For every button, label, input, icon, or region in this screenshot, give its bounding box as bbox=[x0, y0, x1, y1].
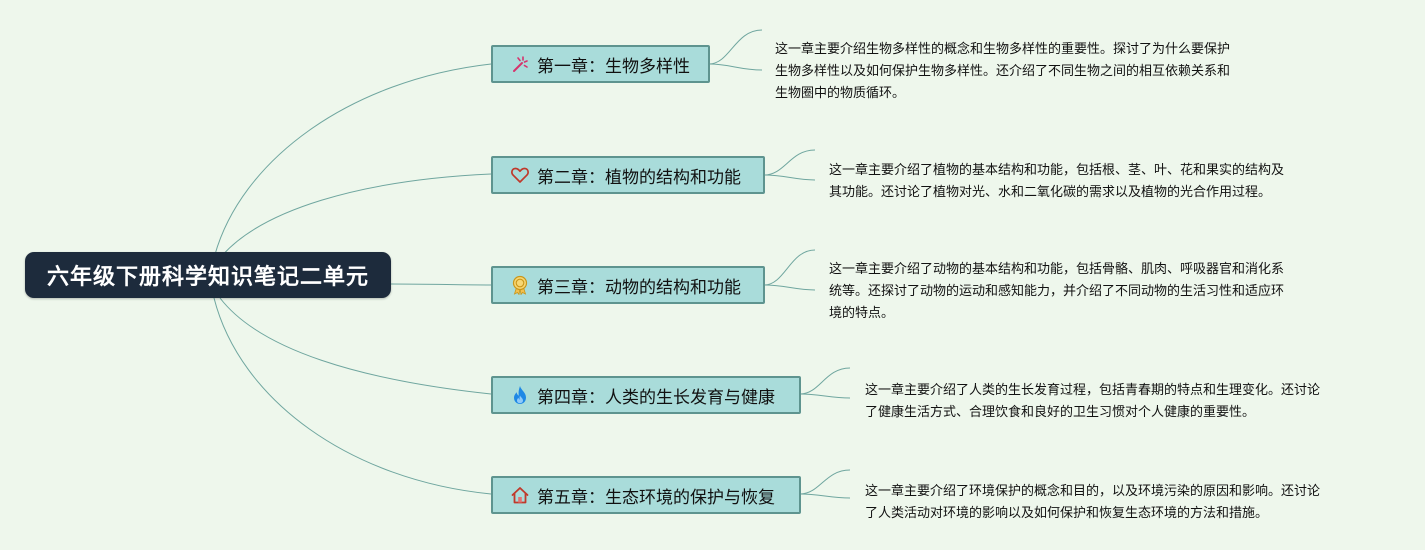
chapter-description-3: 这一章主要介绍了动物的基本结构和功能，包括骨骼、肌肉、呼吸器官和消化系 统等。还… bbox=[829, 259, 1284, 325]
connector-ch5-desc bbox=[799, 469, 851, 499]
root-title: 六年级下册科学知识笔记二单元 bbox=[46, 265, 369, 290]
chapter-description-5: 这一章主要介绍了环境保护的概念和目的，以及环境污染的原因和影响。还讨论 了人类活… bbox=[865, 481, 1320, 525]
award-medal-icon bbox=[509, 274, 531, 296]
chapter-node-3[interactable]: 第三章：动物的结构和功能 bbox=[491, 266, 765, 304]
flame-icon bbox=[509, 384, 531, 406]
connector-root-ch3 bbox=[390, 283, 492, 286]
chapter-node-5[interactable]: 第五章：生态环境的保护与恢复 bbox=[491, 476, 801, 514]
root-node[interactable]: 六年级下册科学知识笔记二单元 bbox=[25, 252, 391, 298]
chapter-node-4[interactable]: 第四章：人类的生长发育与健康 bbox=[491, 376, 801, 414]
description-line: 其功能。还讨论了植物对光、水和二氧化碳的需求以及植物的光合作用过程。 bbox=[829, 185, 1272, 200]
connector-ch2-desc bbox=[763, 149, 816, 181]
chapter-description-2: 这一章主要介绍了植物的基本结构和功能，包括根、茎、叶、花和果实的结构及 其功能。… bbox=[829, 160, 1284, 204]
heart-icon bbox=[509, 164, 531, 186]
connector-root-ch5 bbox=[213, 297, 492, 495]
connector-ch3-desc bbox=[763, 249, 816, 291]
description-line: 了健康生活方式、合理饮食和良好的卫生习惯对个人健康的重要性。 bbox=[865, 405, 1256, 420]
chapter-title-5: 第五章：生态环境的保护与恢复 bbox=[537, 487, 775, 508]
chapter-description-4: 这一章主要介绍了人类的生长发育过程，包括青春期的特点和生理变化。还讨论 了健康生… bbox=[865, 380, 1320, 424]
connector-ch4-desc bbox=[799, 367, 851, 399]
connector-root-ch2 bbox=[219, 173, 492, 259]
description-line: 统等。还探讨了动物的运动和感知能力，并介绍了不同动物的生活习性和适应环 bbox=[829, 284, 1285, 299]
chapter-title-3: 第三章：动物的结构和功能 bbox=[537, 277, 741, 298]
description-line: 这一章主要介绍了人类的生长发育过程，包括青春期的特点和生理变化。还讨论 bbox=[865, 383, 1321, 398]
description-line: 这一章主要介绍了环境保护的概念和目的，以及环境污染的原因和影响。还讨论 bbox=[865, 484, 1321, 499]
description-line: 了人类活动对环境的影响以及如何保护和恢复生态环境的方法和措施。 bbox=[865, 506, 1269, 521]
description-line: 这一章主要介绍了植物的基本结构和功能，包括根、茎、叶、花和果实的结构及 bbox=[829, 163, 1285, 178]
chapter-node-1[interactable]: 第一章：生物多样性 bbox=[491, 45, 710, 83]
chapter-title-2: 第二章：植物的结构和功能 bbox=[537, 167, 741, 188]
chapter-title-1: 第一章：生物多样性 bbox=[537, 56, 690, 77]
description-line: 这一章主要介绍了动物的基本结构和功能，包括骨骼、肌肉、呼吸器官和消化系 bbox=[829, 262, 1285, 277]
description-line: 生物圈中的物质循环。 bbox=[775, 86, 906, 101]
connector-ch1-desc bbox=[708, 29, 763, 71]
home-icon bbox=[509, 484, 531, 506]
description-line: 境的特点。 bbox=[829, 306, 895, 321]
sparkle-wand-icon bbox=[509, 53, 531, 75]
chapter-title-4: 第四章：人类的生长发育与健康 bbox=[537, 387, 775, 408]
connector-root-ch1 bbox=[213, 63, 492, 259]
chapter-node-2[interactable]: 第二章：植物的结构和功能 bbox=[491, 156, 765, 194]
description-line: 生物多样性以及如何保护生物多样性。还介绍了不同生物之间的相互依赖关系和 bbox=[775, 64, 1231, 79]
description-line: 这一章主要介绍生物多样性的概念和生物多样性的重要性。探讨了为什么要保护 bbox=[775, 42, 1231, 57]
connector-root-ch4 bbox=[219, 297, 492, 395]
chapter-description-1: 这一章主要介绍生物多样性的概念和生物多样性的重要性。探讨了为什么要保护 生物多样… bbox=[775, 39, 1230, 105]
